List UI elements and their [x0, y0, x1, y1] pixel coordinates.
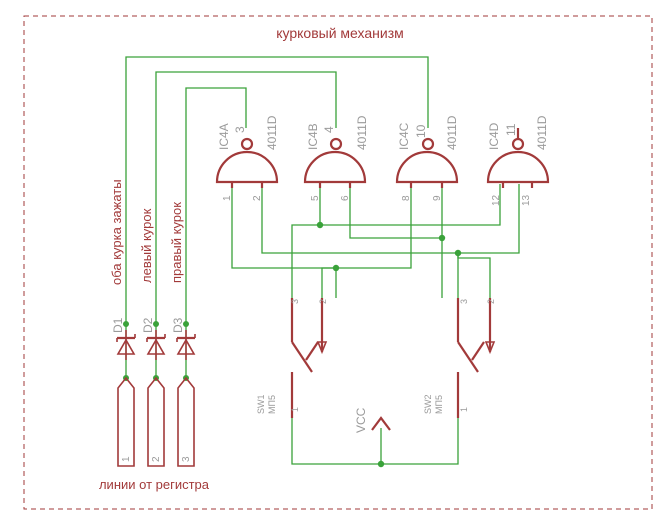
gate-in1-ic4b: 5	[310, 195, 321, 201]
gate-part-ic4a: 4011D	[265, 115, 279, 150]
signal-label-both: оба курка зажаты	[109, 179, 124, 285]
svg-text:1: 1	[121, 456, 132, 462]
nand-gate-ic4a	[215, 137, 279, 188]
diode-d1	[116, 330, 136, 360]
gate-in2-ic4c: 9	[432, 195, 443, 201]
svg-text:МП5: МП5	[267, 395, 277, 414]
vcc-symbol: VCC	[354, 407, 391, 433]
diode-label-d2: D2	[141, 317, 155, 333]
svg-text:3: 3	[459, 299, 469, 304]
switch-sw2: 3 2 1 SW2 МП5	[423, 298, 496, 418]
diode-d2	[146, 330, 166, 360]
diode-d3	[176, 330, 196, 360]
sheet-frame	[23, 15, 653, 510]
signal-label-left: левый курок	[139, 208, 154, 283]
nand-gate-ic4c	[395, 137, 459, 188]
gate-part-ic4b: 4011D	[355, 115, 369, 150]
svg-text:2: 2	[151, 456, 162, 462]
gate-in1-ic4c: 8	[401, 195, 412, 201]
svg-text:2: 2	[318, 299, 328, 304]
svg-text:3: 3	[290, 299, 300, 304]
svg-text:SW1: SW1	[256, 394, 266, 414]
gate-in2-ic4d: 13	[521, 194, 532, 206]
connector-pin-2: 2	[147, 376, 165, 467]
svg-text:SW2: SW2	[423, 394, 433, 414]
wires	[125, 56, 520, 465]
svg-text:2: 2	[486, 299, 496, 304]
signal-label-right: правый курок	[169, 202, 184, 283]
nand-gate-ic4b	[303, 137, 367, 188]
gate-in2-ic4b: 6	[340, 195, 351, 201]
gate-out-pin-ic4b: 4	[322, 126, 336, 133]
svg-text:1: 1	[290, 407, 300, 412]
gate-in2-ic4a: 2	[252, 195, 263, 201]
gate-out-pin-ic4c: 10	[414, 124, 428, 138]
schematic-title: курковый механизм	[276, 25, 404, 41]
gate-name-ic4b: IC4B	[306, 123, 320, 150]
diode-label-d3: D3	[171, 317, 185, 333]
connector-pin-3: 3	[177, 376, 195, 467]
diode-label-d1: D1	[111, 317, 125, 333]
gate-part-ic4c: 4011D	[445, 115, 459, 150]
gate-name-ic4c: IC4C	[397, 122, 411, 150]
connector-pin-1: 1	[117, 376, 135, 467]
gate-out-pin-ic4a: 3	[233, 126, 247, 133]
gate-name-ic4a: IC4A	[217, 123, 231, 150]
gate-part-ic4d: 4011D	[535, 115, 549, 150]
gate-labels: IC4A 3 4011D 1 2 IC4B 4 4011D 5 6 IC4C 1…	[217, 115, 549, 206]
svg-text:МП5: МП5	[434, 395, 444, 414]
gate-out-pin-ic4d: 11	[504, 123, 518, 136]
svg-text:1: 1	[459, 407, 469, 412]
gate-in1-ic4d: 12	[491, 194, 502, 206]
gate-name-ic4d: IC4D	[487, 122, 501, 150]
switch-sw1: 3 2 1 SW1 МП5	[256, 298, 328, 418]
vcc-label: VCC	[354, 407, 368, 433]
svg-text:3: 3	[181, 456, 192, 462]
gate-in1-ic4a: 1	[222, 195, 233, 201]
nand-gate-ic4d	[486, 128, 550, 188]
bottom-label: линии от регистра	[99, 477, 210, 492]
